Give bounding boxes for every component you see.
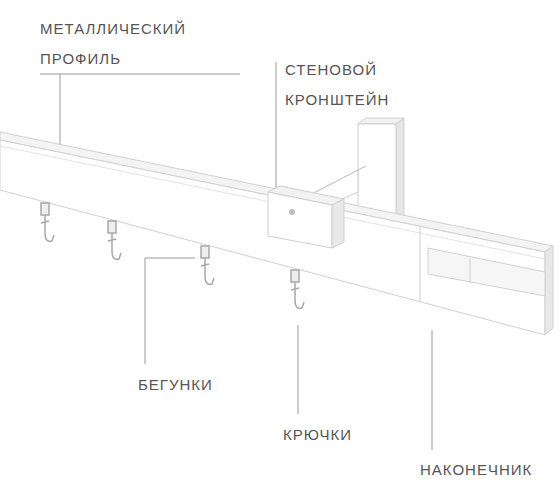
bracket-clamp — [268, 186, 344, 248]
leader-line — [298, 325, 299, 414]
part-label: СТЕНОВОЙ КРОНШТЕЙН — [285, 55, 445, 115]
leader-line — [145, 258, 195, 259]
part-label: МЕТАЛЛИЧЕСКИЙ ПРОФИЛЬ — [40, 14, 240, 74]
part-label: НАКОНЕЧНИК — [420, 455, 556, 485]
leader-line — [40, 74, 240, 75]
part-label: БЕГУНКИ — [138, 370, 288, 400]
leader-line — [276, 62, 277, 200]
leader-line — [432, 330, 433, 450]
leader-line — [145, 258, 146, 364]
metal-profile — [0, 132, 553, 335]
end-cap — [420, 226, 545, 302]
part-label: КРЮЧКИ — [283, 420, 433, 450]
runners-hooks — [41, 203, 304, 308]
